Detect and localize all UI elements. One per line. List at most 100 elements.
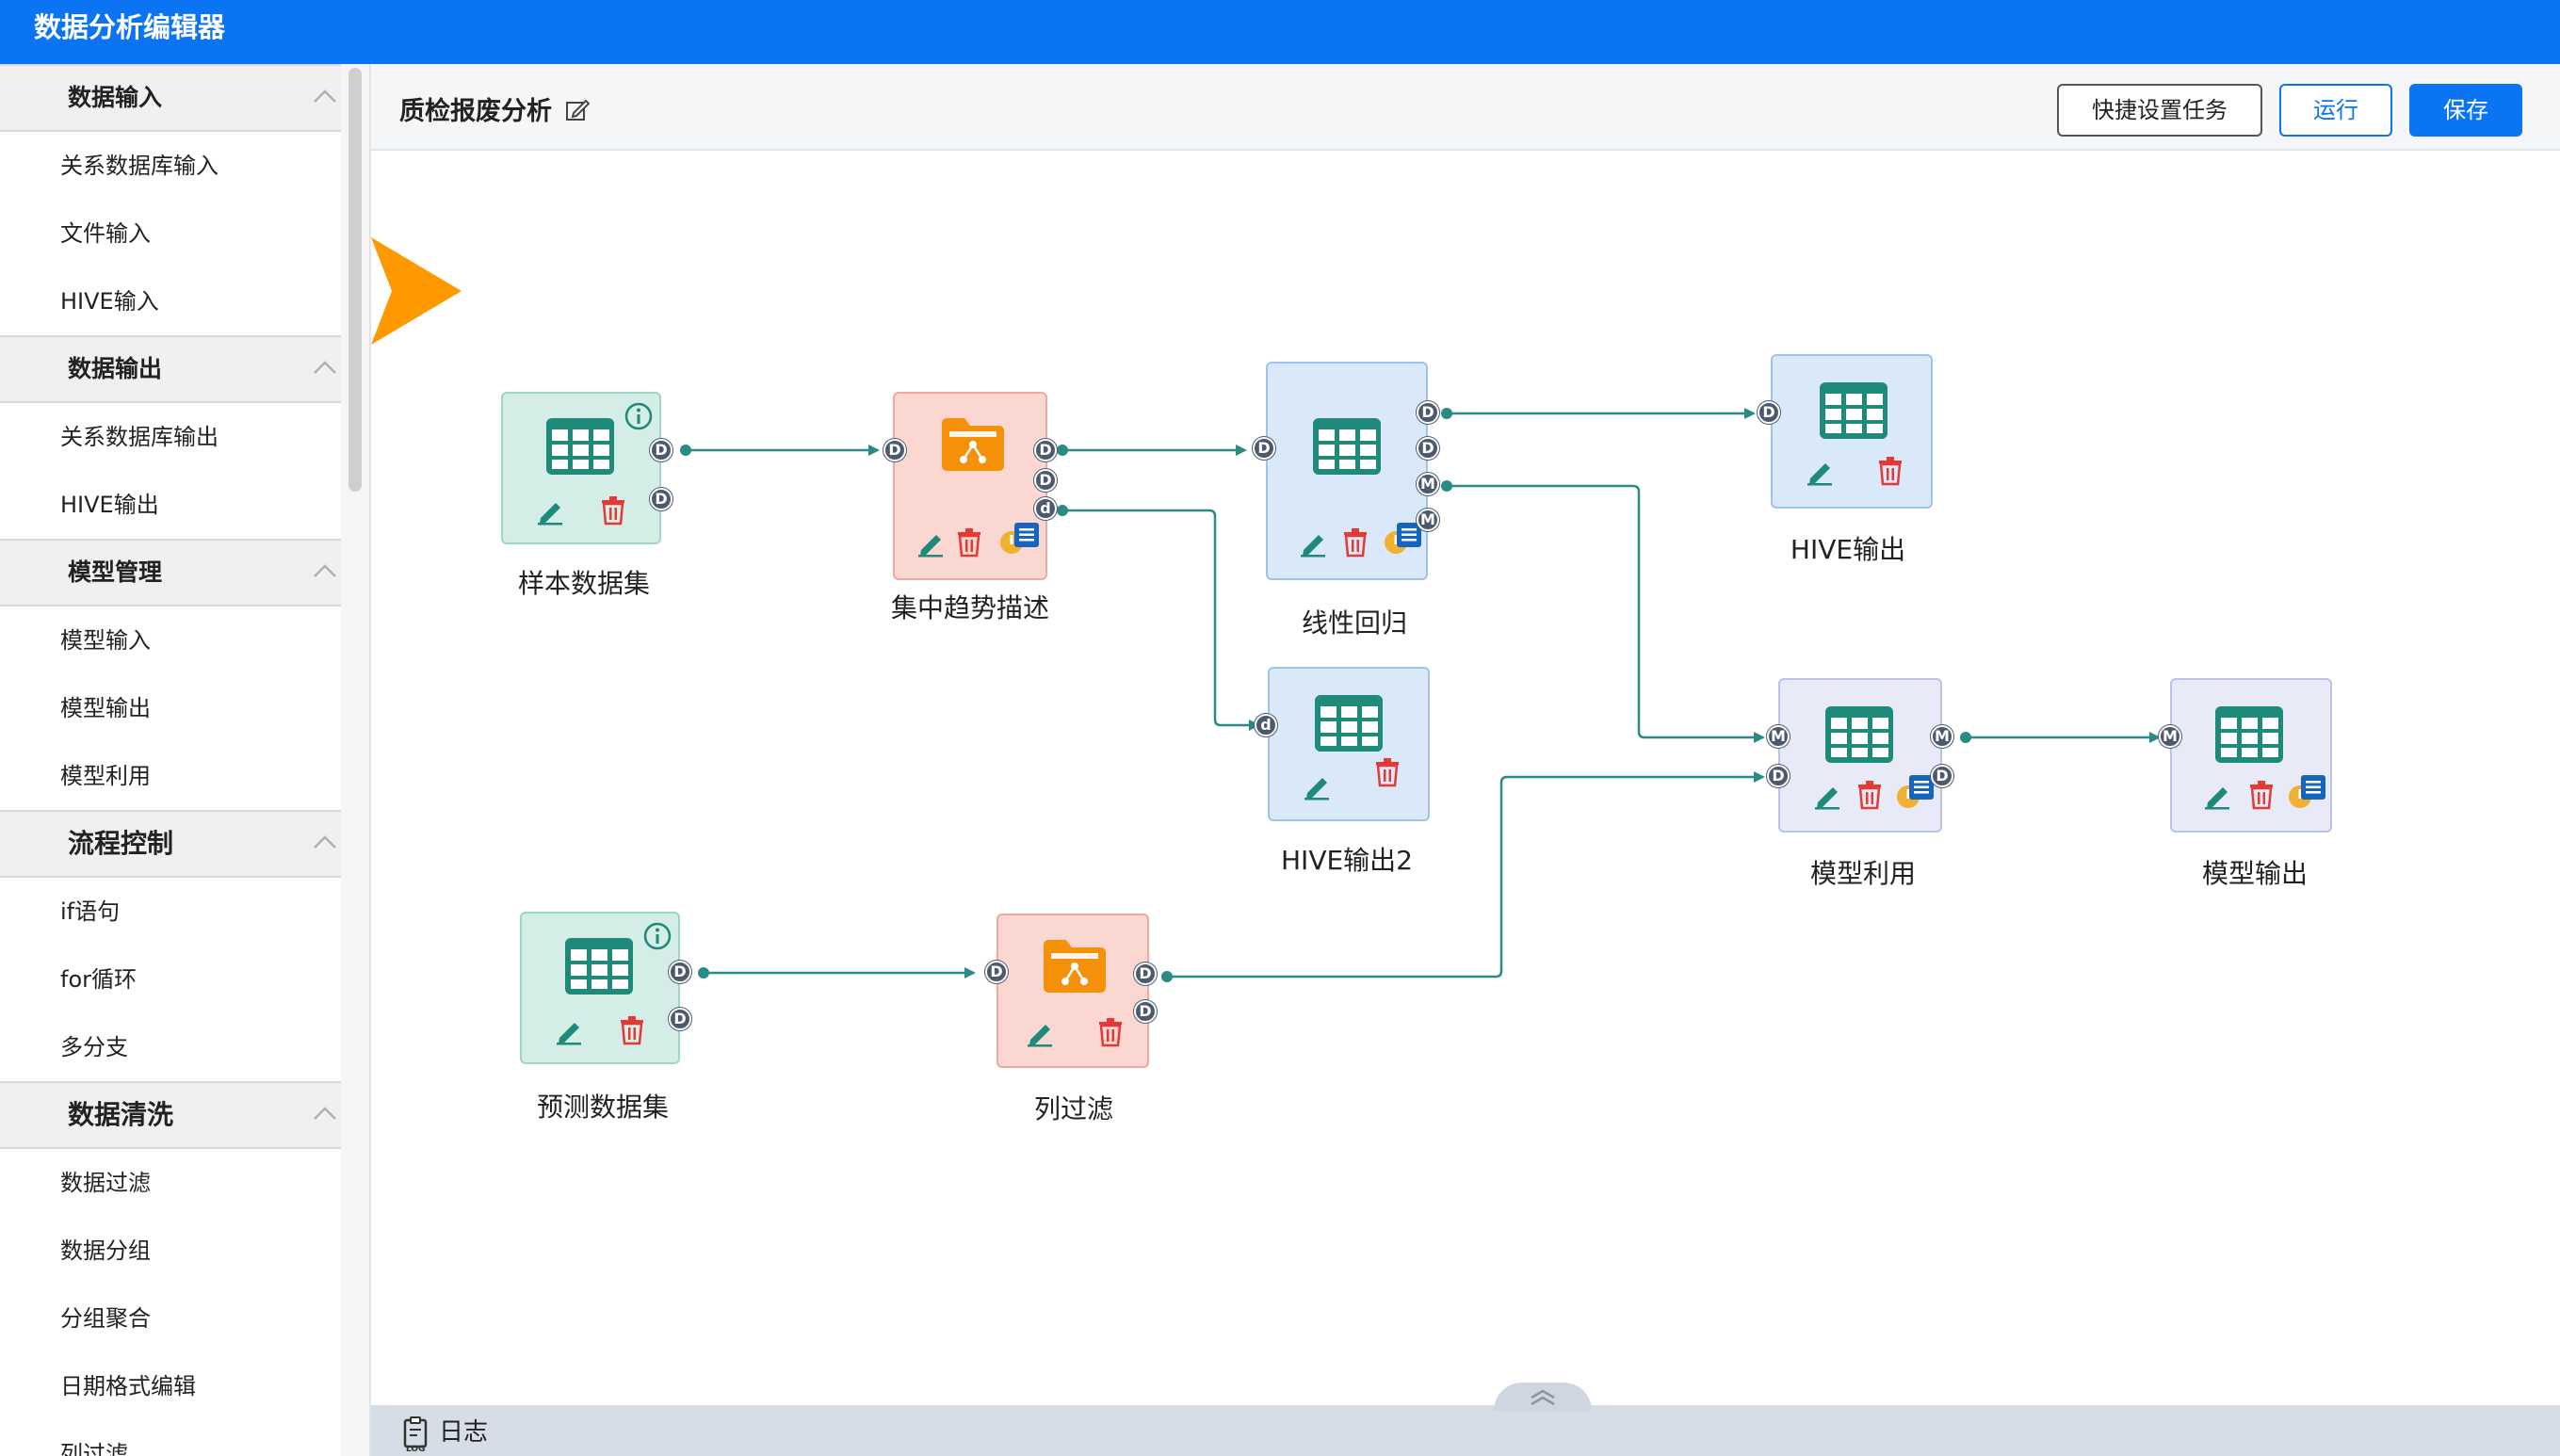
delete-icon[interactable] (599, 495, 627, 526)
chevron-up-icon[interactable] (313, 563, 337, 578)
sidebar-scrollbar-thumb[interactable] (348, 68, 362, 492)
sidebar-item-hive-output[interactable]: HIVE输出 (0, 471, 341, 539)
delete-icon[interactable] (2247, 780, 2276, 810)
port-output-d[interactable]: D (1134, 963, 1157, 985)
edge-linreg-to-model-use (1447, 484, 1765, 743)
port-output-d[interactable]: D (1417, 437, 1439, 460)
editor-header: 质检报废分析 快捷设置任务 运行 保存 (371, 64, 2560, 151)
port-output-d-lower[interactable]: d (1034, 497, 1057, 520)
sidebar-section-model-management[interactable]: 模型管理 (0, 539, 341, 607)
delete-icon[interactable] (955, 527, 983, 558)
port-output-m[interactable]: M (1417, 473, 1439, 495)
chevron-double-up-icon[interactable] (1528, 1388, 1558, 1407)
port-input-m[interactable]: M (1767, 725, 1790, 748)
edit-icon[interactable] (1025, 1019, 1055, 1047)
chevron-up-icon[interactable] (313, 89, 337, 104)
port-output-d[interactable]: D (1134, 1000, 1157, 1023)
table-icon (546, 418, 614, 475)
chevron-up-icon[interactable] (313, 1106, 337, 1121)
node-column-filter[interactable] (996, 914, 1149, 1068)
section-label: 模型管理 (68, 558, 163, 586)
edit-title-icon[interactable] (565, 98, 590, 122)
table-icon (565, 938, 633, 995)
node-model-use[interactable] (1778, 678, 1942, 833)
sidebar-item-for[interactable]: for循环 (0, 946, 341, 1013)
log-panel-bar[interactable] (371, 1405, 2560, 1456)
port-input-m[interactable]: M (2159, 725, 2181, 748)
node-linear-regression[interactable] (1266, 362, 1428, 580)
delete-icon[interactable] (618, 1015, 646, 1045)
port-output-d[interactable]: D (669, 1008, 691, 1030)
port-output-d[interactable]: D (669, 961, 691, 983)
sidebar-item-date-format[interactable]: 日期格式编辑 (0, 1352, 341, 1420)
edit-icon[interactable] (915, 529, 946, 558)
node-central-tendency[interactable] (893, 392, 1047, 580)
port-output-m[interactable]: M (1417, 509, 1439, 531)
port-output-d[interactable]: D (650, 439, 672, 461)
node-prediction-dataset[interactable] (520, 912, 680, 1064)
port-input-d[interactable]: D (1253, 437, 1275, 460)
log-icon: LOG (403, 1416, 428, 1452)
sidebar-section-flow-control[interactable]: 流程控制 (0, 810, 341, 878)
port-output-d[interactable]: D (1034, 469, 1057, 492)
document-icon[interactable] (1013, 522, 1040, 548)
port-output-d[interactable]: D (650, 488, 672, 510)
edit-icon[interactable] (1805, 458, 1835, 486)
sidebar-item-data-filter[interactable]: 数据过滤 (0, 1149, 341, 1217)
delete-icon[interactable] (1876, 456, 1904, 486)
sidebar-item-rdb-input[interactable]: 关系数据库输入 (0, 132, 341, 200)
sidebar-item-column-filter[interactable]: 列过滤 (0, 1420, 341, 1456)
port-output-m[interactable]: M (1931, 725, 1953, 748)
edit-icon[interactable] (1812, 782, 1842, 810)
sidebar-item-rdb-output[interactable]: 关系数据库输出 (0, 403, 341, 471)
edit-icon[interactable] (554, 1017, 584, 1045)
delete-icon[interactable] (1096, 1017, 1125, 1047)
port-input-d[interactable]: D (883, 439, 906, 461)
log-expand-handle[interactable] (1494, 1383, 1592, 1411)
edit-icon[interactable] (535, 497, 565, 526)
table-icon (1313, 418, 1381, 475)
info-icon[interactable] (642, 921, 672, 951)
sidebar-item-model-output[interactable]: 模型输出 (0, 674, 341, 742)
info-icon[interactable] (624, 401, 654, 431)
sidebar-item-model-input[interactable]: 模型输入 (0, 607, 341, 674)
sidebar-item-model-use[interactable]: 模型利用 (0, 742, 341, 810)
port-input-d[interactable]: D (985, 961, 1008, 983)
section-label: 流程控制 (68, 828, 174, 859)
port-input-d-lower[interactable]: d (1255, 714, 1277, 736)
run-button[interactable]: 运行 (2279, 84, 2392, 137)
edit-icon[interactable] (1302, 772, 1332, 801)
node-sample-dataset[interactable] (501, 392, 661, 544)
delete-icon[interactable] (1341, 527, 1369, 558)
delete-icon[interactable] (1373, 757, 1402, 787)
port-output-d[interactable]: D (1034, 439, 1057, 461)
node-hive-output[interactable] (1771, 354, 1933, 509)
sidebar-item-file-input[interactable]: 文件输入 (0, 200, 341, 267)
port-output-d[interactable]: D (1931, 765, 1953, 787)
port-output-d[interactable]: D (1417, 401, 1439, 424)
node-hive-output-2[interactable] (1268, 667, 1430, 821)
document-icon[interactable] (1396, 522, 1422, 548)
sidebar-item-switch[interactable]: 多分支 (0, 1013, 341, 1081)
port-input-d[interactable]: D (1767, 765, 1790, 787)
port-input-d[interactable]: D (1758, 401, 1780, 424)
edit-icon[interactable] (2202, 782, 2232, 810)
sidebar-item-hive-input[interactable]: HIVE输入 (0, 267, 341, 335)
sidebar-section-data-output[interactable]: 数据输出 (0, 335, 341, 403)
node-model-output[interactable] (2170, 678, 2332, 833)
sidebar-item-data-group[interactable]: 数据分组 (0, 1217, 341, 1285)
delete-icon[interactable] (1855, 780, 1884, 810)
node-label: HIVE输出2 (1281, 845, 1413, 876)
edit-icon[interactable] (1298, 529, 1328, 558)
quick-setup-button[interactable]: 快捷设置任务 (2057, 84, 2262, 137)
document-icon[interactable] (2300, 774, 2326, 801)
sidebar-section-data-input[interactable]: 数据输入 (0, 64, 341, 132)
edge-colfilter-to-model-use (1167, 771, 1765, 979)
document-icon[interactable] (1908, 774, 1935, 801)
sidebar-section-data-cleaning[interactable]: 数据清洗 (0, 1081, 341, 1149)
sidebar-item-if[interactable]: if语句 (0, 878, 341, 946)
save-button[interactable]: 保存 (2409, 84, 2522, 137)
sidebar-item-group-aggregate[interactable]: 分组聚合 (0, 1285, 341, 1352)
chevron-up-icon[interactable] (313, 834, 337, 849)
chevron-up-icon[interactable] (313, 360, 337, 375)
